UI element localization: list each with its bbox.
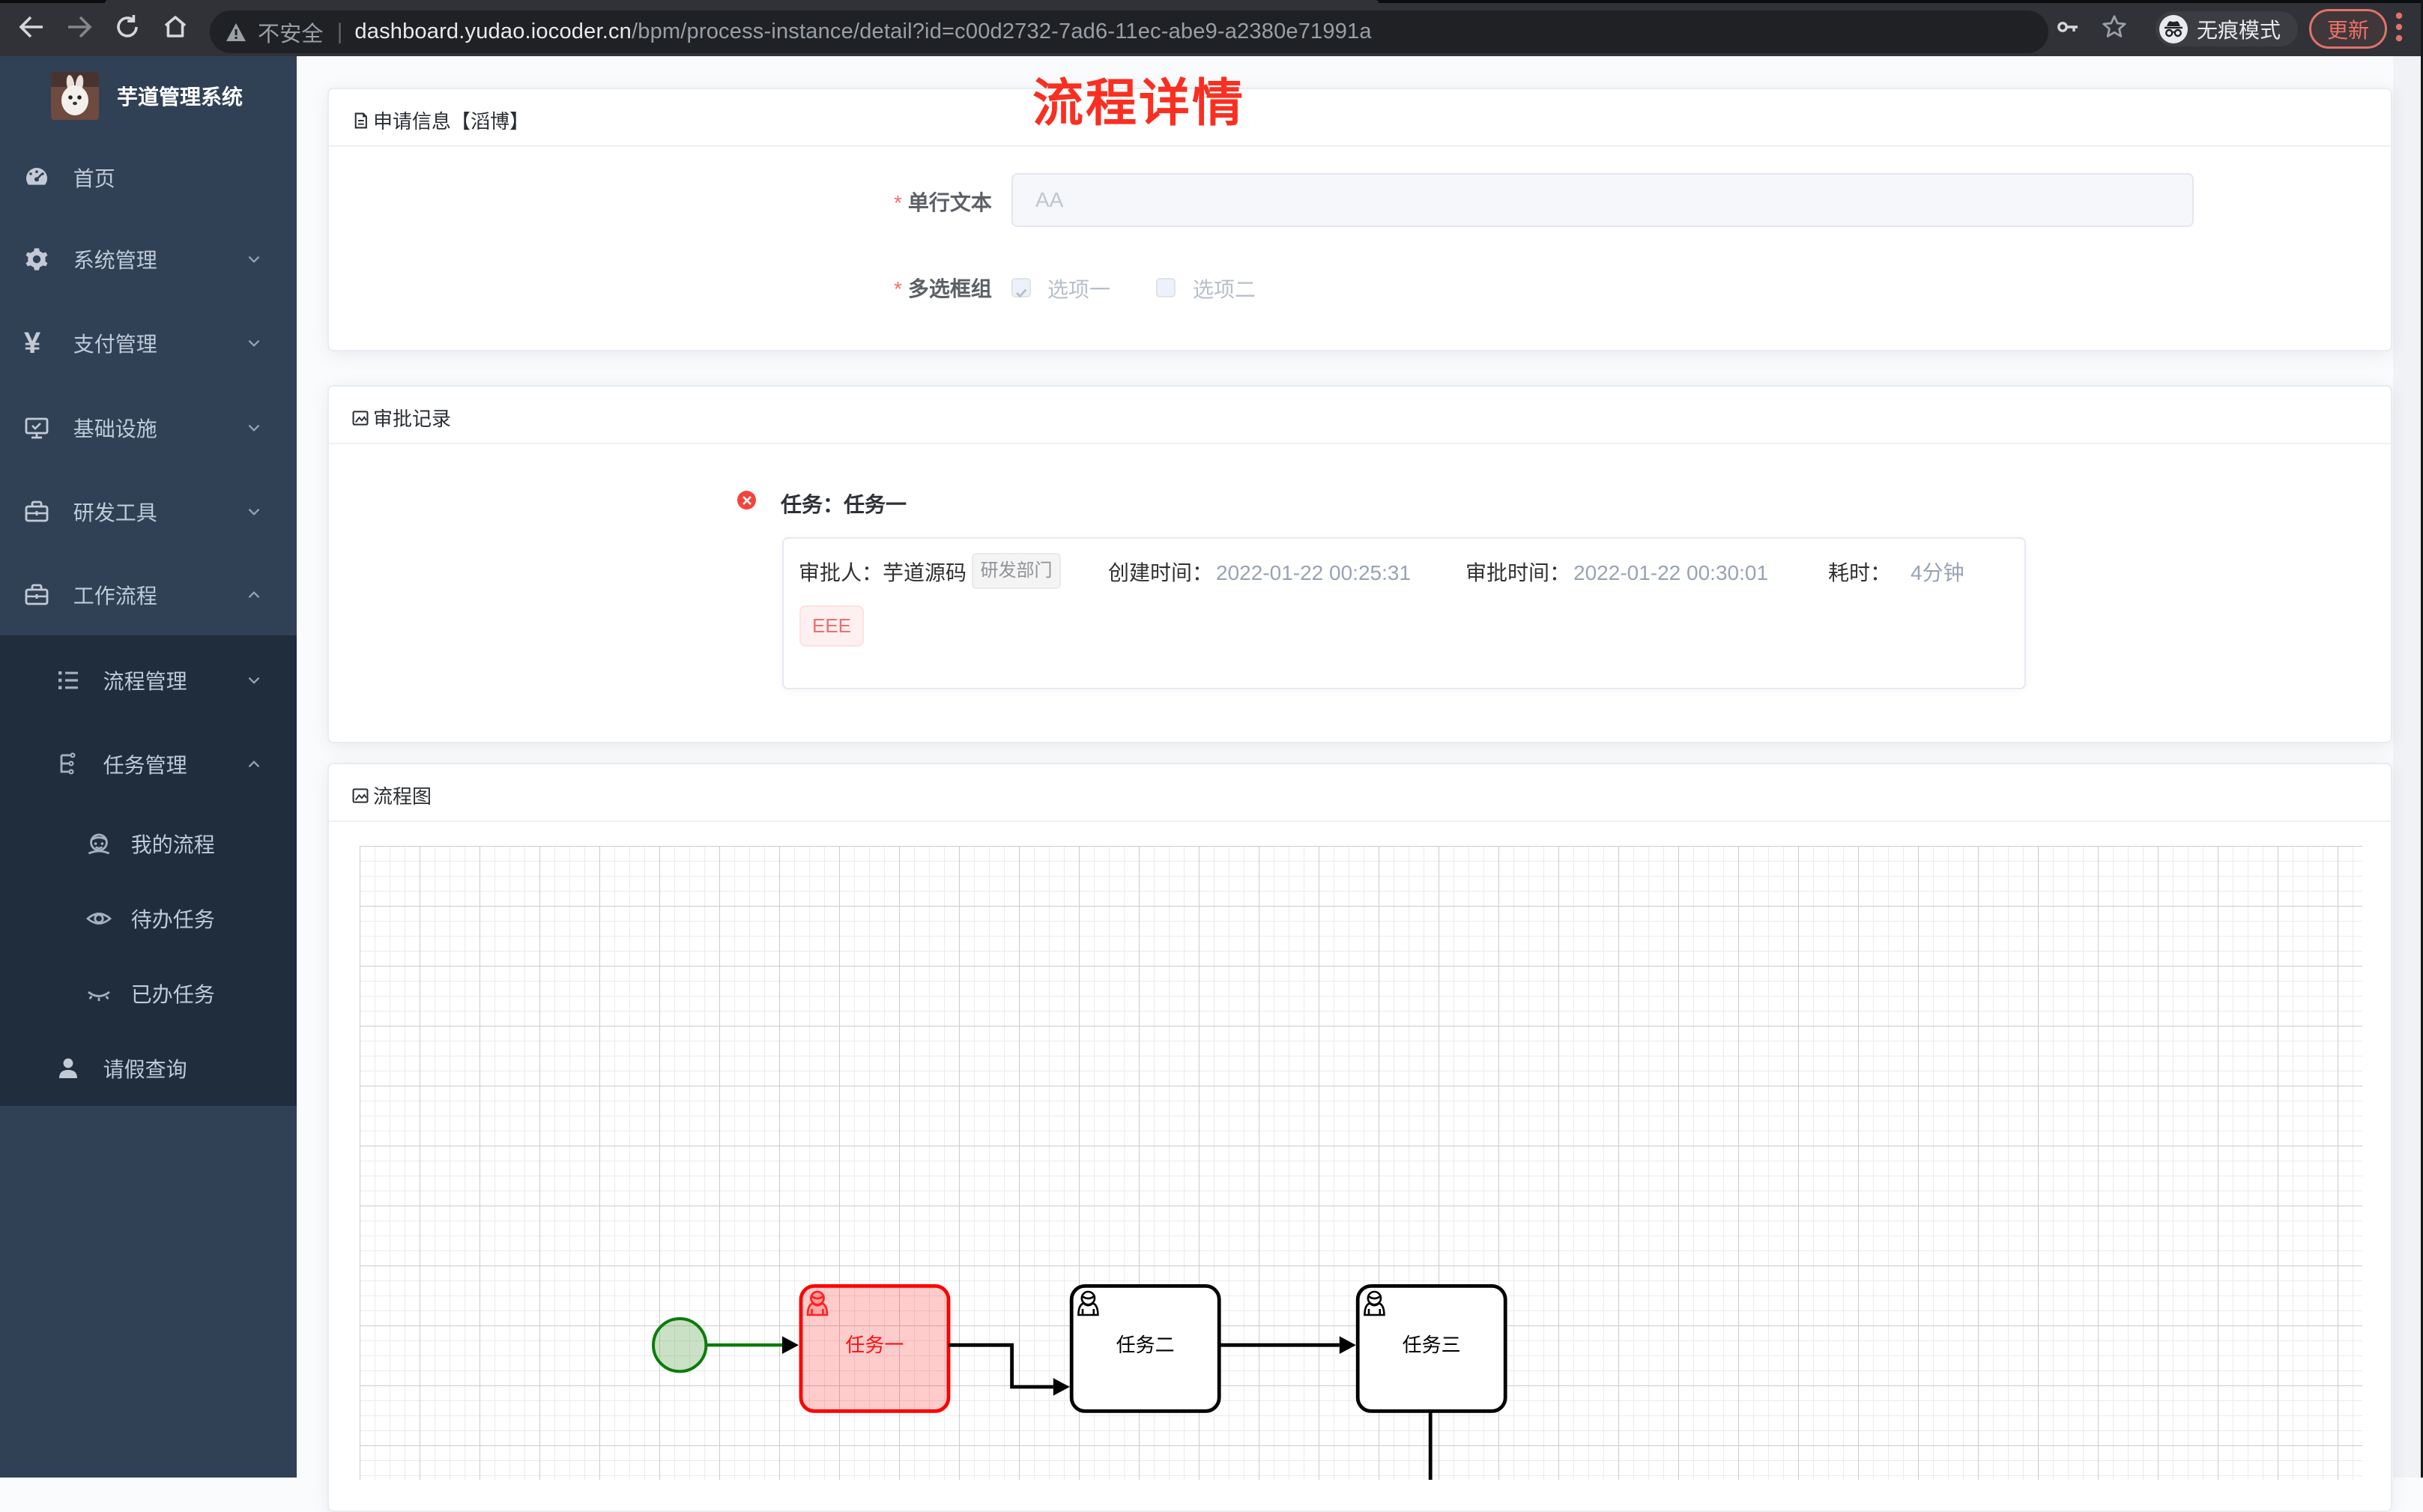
svg-text:任务三: 任务三 bbox=[1403, 1334, 1461, 1356]
svg-text:任务一: 任务一 bbox=[845, 1334, 904, 1356]
svg-text:任务二: 任务二 bbox=[1116, 1334, 1175, 1356]
